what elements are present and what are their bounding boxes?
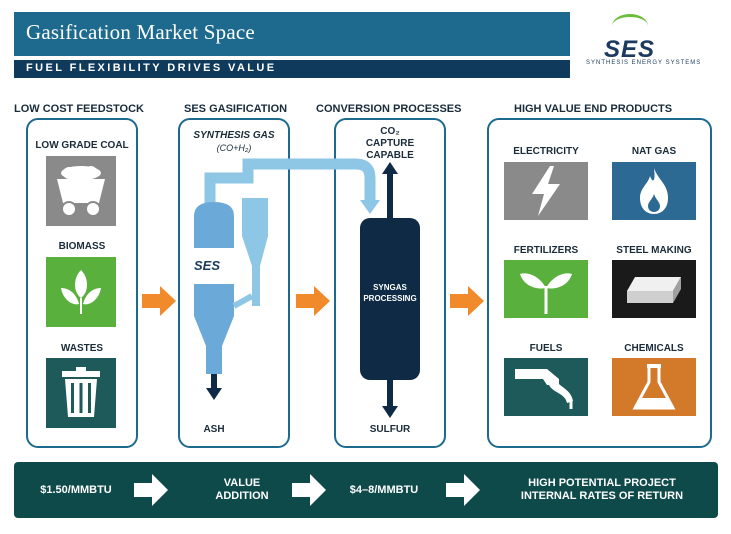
arrow-right-icon [292,474,326,506]
syngas-processing-unit [360,218,420,380]
cost-high-label: $4–8/MMBTU [349,484,419,496]
irr-label-1: HIGH POTENTIAL PROJECT [528,477,676,489]
value-chain-bar [14,462,718,518]
page-subtitle: FUEL FLEXIBILITY DRIVES VALUE [26,62,277,74]
arrow-right-icon [142,286,176,316]
fuel-nozzle-icon [504,358,588,416]
logo-text: SES [604,36,656,63]
ash-label: ASH [203,424,225,435]
product-label-fertilizers: FERTILIZERS [513,245,579,256]
capable-label: CAPABLE [366,150,414,161]
section-header-conversion: CONVERSION PROCESSES [316,103,462,115]
trash-can-icon [46,358,116,428]
leaf-icon [46,257,116,327]
page-title: Gasification Market Space [26,20,255,44]
lightning-icon [504,162,588,220]
processing-label-1: SYNGAS [373,283,407,292]
co2-arrow-up-icon [382,162,398,222]
product-label-fuels: FUELS [529,343,563,354]
irr-label-2: INTERNAL RATES OF RETURN [520,490,684,502]
feedstock-label-wastes: WASTES [60,343,104,354]
company-logo [580,10,718,78]
processing-label-2: PROCESSING [363,294,417,303]
product-label-electricity: ELECTRICITY [513,146,579,157]
product-label-nat-gas: NAT GAS [631,146,677,157]
arrow-right-icon [134,474,168,506]
product-label-steel: STEEL MAKING [616,245,692,256]
section-header-gasification: SES GASIFICATION [184,103,288,115]
steel-ingot-icon [612,260,696,318]
sulfur-label: SULFUR [369,424,411,435]
feedstock-label-coal: LOW GRADE COAL [35,140,129,151]
syngas-label: SYNTHESIS GAS [193,130,275,141]
gasifier-vessel [194,198,268,400]
arrow-right-icon [296,286,330,316]
syngas-formula: (CO+H₂) [216,143,252,153]
title-bar [14,12,570,56]
flask-icon [612,358,696,416]
sprout-icon [504,260,588,318]
gasifier-logo-plate [192,248,234,284]
arrow-right-icon [446,474,480,506]
product-label-chemicals: CHEMICALS [624,343,684,354]
section-header-end-products: HIGH VALUE END PRODUCTS [514,103,673,115]
syngas-pipe [204,158,380,214]
sulfur-arrow-down-icon [382,380,398,418]
cost-low-label: $1.50/MMBTU [40,484,112,496]
value-label-2: ADDITION [215,490,269,502]
logo-subtext: SYNTHESIS ENERGY SYSTEMS [586,60,702,66]
co2-label: CO₂ [380,126,400,137]
arrow-right-icon [450,286,484,316]
capture-label: CAPTURE [365,138,415,149]
logo-swoosh-icon [612,14,648,38]
gasifier-logo: SES [194,258,221,273]
feedstock-label-biomass: BIOMASS [58,241,106,252]
subtitle-bar [14,60,570,78]
coal-cart-icon [46,156,116,226]
flame-icon [612,162,696,220]
section-header-feedstock: LOW COST FEEDSTOCK [14,103,144,115]
value-label-1: VALUE [223,477,261,489]
